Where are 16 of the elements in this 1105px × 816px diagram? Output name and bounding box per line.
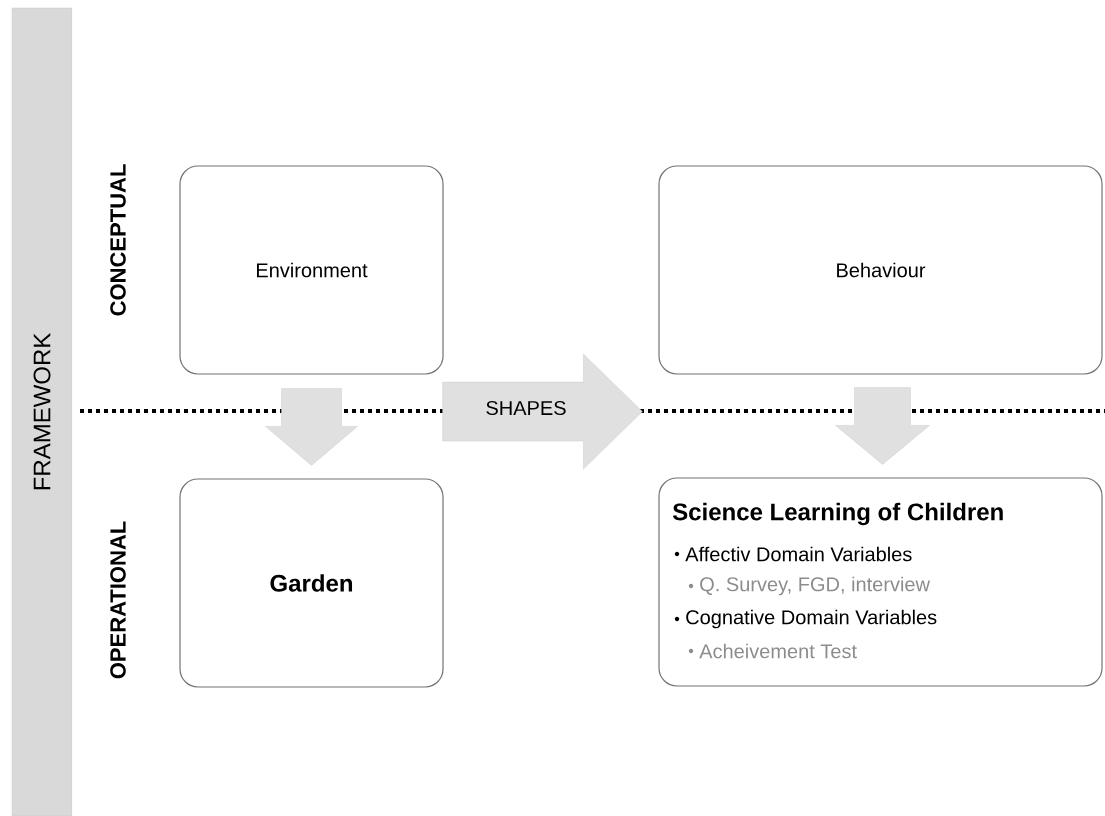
bullet-item: Cognative Domain Variables (674, 609, 937, 629)
rounded-box: Behaviour (658, 165, 1103, 375)
section-label: CONCEPTUAL (110, 164, 126, 316)
heading: Science Learning of Children (672, 502, 1003, 526)
section-label: OPERATIONAL (110, 521, 126, 679)
rounded-box: Environment (179, 165, 444, 375)
block-arrow (265, 388, 358, 466)
bullet-item: Acheivement Test (688, 643, 857, 659)
edge-label: SHAPES (486, 400, 566, 416)
rounded-box (658, 477, 1103, 687)
bullet-item: Q. Survey, FGD, interview (688, 576, 931, 596)
bullet-item: Affectiv Domain Variables (674, 546, 912, 562)
rounded-box: Garden (179, 478, 444, 688)
block-arrow (442, 353, 643, 470)
side-band: FRAMEWORK (11, 7, 73, 816)
block-arrow (835, 387, 930, 465)
